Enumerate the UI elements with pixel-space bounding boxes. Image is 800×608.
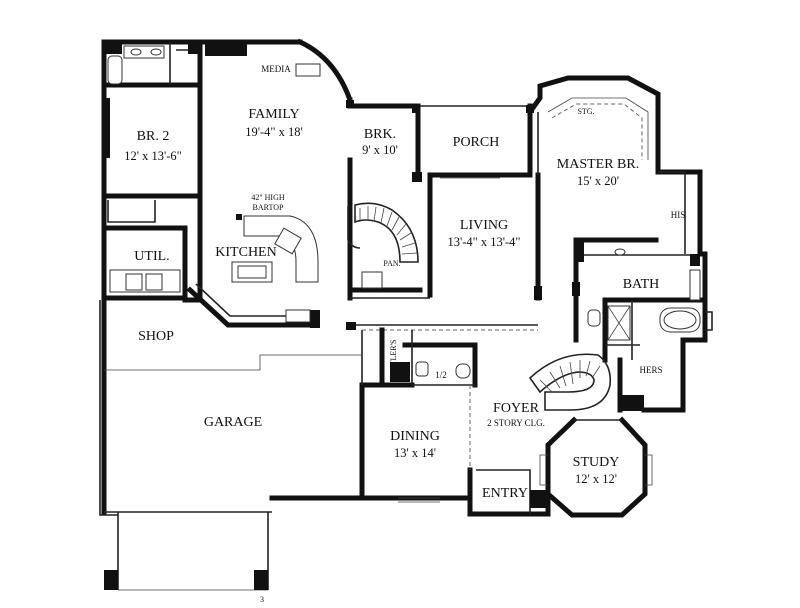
- half-bath-name: 1/2: [435, 370, 447, 380]
- foyer-note: 2 STORY CLG.: [487, 418, 545, 428]
- hers-name: HERS: [639, 365, 662, 375]
- kitchen-name: KITCHEN: [215, 245, 276, 260]
- dining-name: DINING: [390, 429, 440, 444]
- bartop-line1: 42" HIGH: [251, 193, 284, 202]
- interior-walls: [101, 39, 708, 470]
- br2-name: BR. 2: [137, 129, 170, 144]
- bartop-line2: BARTOP: [253, 203, 284, 212]
- util-name: UTIL.: [134, 249, 169, 264]
- fixtures: [107, 45, 701, 503]
- family-dims: 19'-4" x 18': [245, 125, 303, 139]
- entry-name: ENTRY: [482, 486, 528, 501]
- master-dims: 15' x 20': [577, 174, 619, 188]
- study-dims: 12' x 12': [575, 472, 617, 486]
- porch-name: PORCH: [453, 135, 500, 150]
- study-name: STUDY: [573, 455, 620, 470]
- foyer-name: FOYER: [493, 401, 540, 416]
- shop-name: SHOP: [138, 329, 174, 344]
- living-dims: 13'-4" x 13'-4": [447, 235, 520, 249]
- room-labels: BR. 2 12' x 13'-6" MEDIA FAMILY 19'-4" x…: [124, 64, 685, 604]
- brk-name: BRK.: [364, 127, 396, 142]
- living-name: LIVING: [460, 218, 508, 233]
- brk-dims: 9' x 10': [362, 143, 398, 157]
- bath-name: BATH: [623, 277, 660, 292]
- stg-name: STG.: [577, 107, 594, 116]
- his-name: HIS: [671, 210, 686, 220]
- media-name: MEDIA: [261, 64, 291, 74]
- wall-blocks: [104, 40, 700, 590]
- pan-name: PAN.: [383, 259, 400, 268]
- page-marker: 3: [260, 595, 264, 604]
- family-name: FAMILY: [248, 107, 299, 122]
- butlers-name: BUTLER'S: [389, 340, 398, 377]
- br2-dims: 12' x 13'-6": [124, 149, 182, 163]
- master-name: MASTER BR.: [557, 157, 639, 172]
- dining-dims: 13' x 14': [394, 446, 436, 460]
- garage-name: GARAGE: [204, 415, 262, 430]
